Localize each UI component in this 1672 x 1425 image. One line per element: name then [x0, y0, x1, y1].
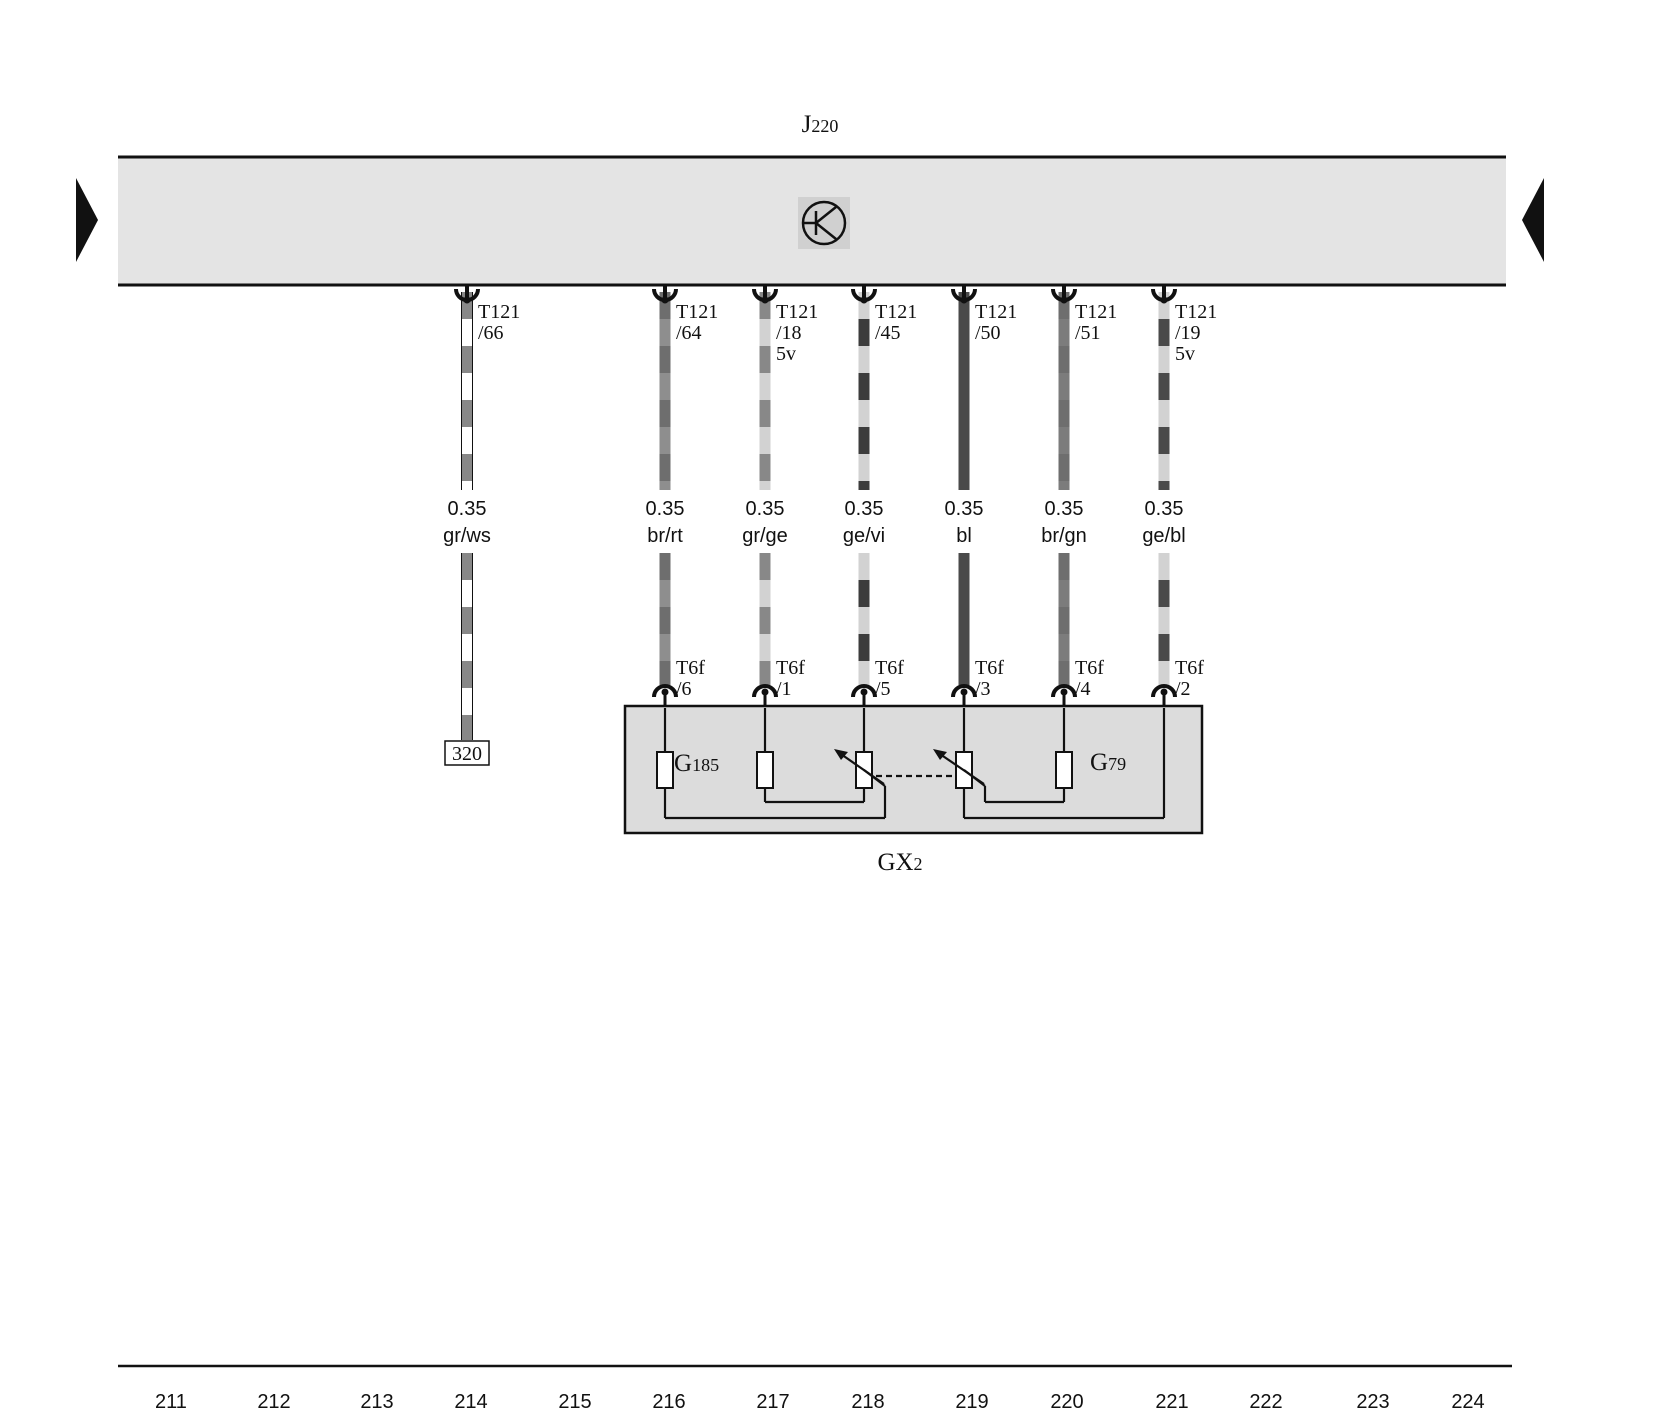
svg-text:T6f: T6f	[1075, 657, 1104, 679]
svg-text:gr/ws: gr/ws	[443, 525, 491, 547]
svg-text:0.35: 0.35	[845, 498, 884, 520]
control-unit-label: J220	[802, 111, 839, 138]
svg-text:/45: /45	[875, 322, 901, 344]
svg-text:0.35: 0.35	[646, 498, 685, 520]
wire-spec-label: 0.35 br/gn	[1041, 498, 1087, 547]
sensor-label-g185: G185	[674, 750, 719, 777]
svg-text:/51: /51	[1075, 322, 1101, 344]
svg-text:T6f: T6f	[975, 657, 1004, 679]
column-number: 219	[955, 1391, 988, 1413]
svg-text:br/rt: br/rt	[647, 525, 683, 547]
column-number: 223	[1356, 1391, 1389, 1413]
svg-text:T6f: T6f	[875, 657, 904, 679]
svg-text:T6f: T6f	[776, 657, 805, 679]
pin-label-top: T121/66	[478, 301, 520, 344]
svg-text:T121: T121	[478, 301, 520, 323]
pin-label-top: T121/51	[1075, 301, 1117, 344]
svg-text:ge/vi: ge/vi	[843, 525, 885, 547]
svg-text:0.35: 0.35	[1045, 498, 1084, 520]
svg-text:T121: T121	[1175, 301, 1217, 323]
svg-text:gr/ge: gr/ge	[742, 525, 788, 547]
svg-text:0.35: 0.35	[945, 498, 984, 520]
svg-text:/50: /50	[975, 322, 1001, 344]
column-number: 215	[558, 1391, 591, 1413]
column-number: 222	[1249, 1391, 1282, 1413]
pin-label-top: T121/64	[676, 301, 718, 344]
svg-text:T6f: T6f	[676, 657, 705, 679]
svg-text:/64: /64	[676, 322, 702, 344]
column-number: 224	[1451, 1391, 1484, 1413]
svg-text:320: 320	[452, 743, 482, 765]
svg-text:T121: T121	[676, 301, 718, 323]
transistor-symbol-icon	[798, 197, 850, 249]
pin-label-top: T121/50	[975, 301, 1017, 344]
sensor-module-label: GX2	[877, 849, 922, 876]
wire-spec-label: 0.35 ge/vi	[843, 498, 885, 547]
column-number: 221	[1155, 1391, 1188, 1413]
continuation-right-arrow-icon[interactable]	[1522, 178, 1544, 262]
column-number: 218	[851, 1391, 884, 1413]
pin-label-bottom: T6f/4	[1075, 657, 1104, 700]
wire-spec-label: 0.35 gr/ge	[742, 498, 788, 547]
wire-spec-label: 0.35 ge/bl	[1142, 498, 1185, 547]
svg-text:T6f: T6f	[1175, 657, 1204, 679]
svg-text:T121: T121	[875, 301, 917, 323]
wire-spec-label: 0.35 gr/ws	[443, 498, 491, 547]
column-number: 212	[257, 1391, 290, 1413]
svg-text:/2: /2	[1175, 678, 1191, 700]
svg-text:5v: 5v	[1175, 343, 1195, 365]
column-number: 220	[1050, 1391, 1083, 1413]
svg-text:0.35: 0.35	[746, 498, 785, 520]
svg-text:0.35: 0.35	[1145, 498, 1184, 520]
sensor-module-internals	[656, 708, 1166, 820]
svg-text:T121: T121	[776, 301, 818, 323]
svg-text:T121: T121	[975, 301, 1017, 323]
svg-text:T121: T121	[1075, 301, 1117, 323]
column-number: 216	[652, 1391, 685, 1413]
svg-text:/18: /18	[776, 322, 802, 344]
svg-text:/1: /1	[776, 678, 792, 700]
wire-spec-label: 0.35 bl	[945, 498, 984, 547]
pin-label-bottom: T6f/1	[776, 657, 805, 700]
svg-text:ge/bl: ge/bl	[1142, 525, 1185, 547]
continuation-left-arrow-icon[interactable]	[76, 178, 98, 262]
svg-text:5v: 5v	[776, 343, 796, 365]
column-number: 211	[155, 1391, 187, 1413]
column-numbers: 211 212 213 214 215 216 217 218 219 220 221 222 223 2…	[155, 1391, 1485, 1413]
svg-text:br/gn: br/gn	[1041, 525, 1087, 547]
wires: T121/66 0.35 gr/ws 320 T121/64 0.35 br/rtT6f/6…	[443, 286, 1217, 766]
pin-label-bottom: T6f/6	[676, 657, 705, 700]
sensor-label-g79: G79	[1090, 749, 1126, 776]
svg-text:bl: bl	[956, 525, 972, 547]
svg-text:/66: /66	[478, 322, 504, 344]
svg-text:/3: /3	[975, 678, 991, 700]
reference-box[interactable]: 320	[444, 740, 490, 766]
column-number: 214	[454, 1391, 487, 1413]
wire-gr-ws[interactable]: T121/66 0.35 gr/ws 320	[443, 286, 520, 766]
svg-text:0.35: 0.35	[448, 498, 487, 520]
column-number: 217	[756, 1391, 789, 1413]
wire-spec-label: 0.35 br/rt	[646, 498, 685, 547]
column-number: 213	[360, 1391, 393, 1413]
pin-label-top: T121/45	[875, 301, 917, 344]
svg-text:/4: /4	[1075, 678, 1091, 700]
svg-text:/19: /19	[1175, 322, 1201, 344]
pin-label-bottom: T6f/3	[975, 657, 1004, 700]
pin-label-bottom: T6f/2	[1175, 657, 1204, 700]
sensor-module-box	[623, 704, 1204, 835]
svg-text:/5: /5	[875, 678, 891, 700]
pin-label-bottom: T6f/5	[875, 657, 904, 700]
svg-text:/6: /6	[676, 678, 692, 700]
